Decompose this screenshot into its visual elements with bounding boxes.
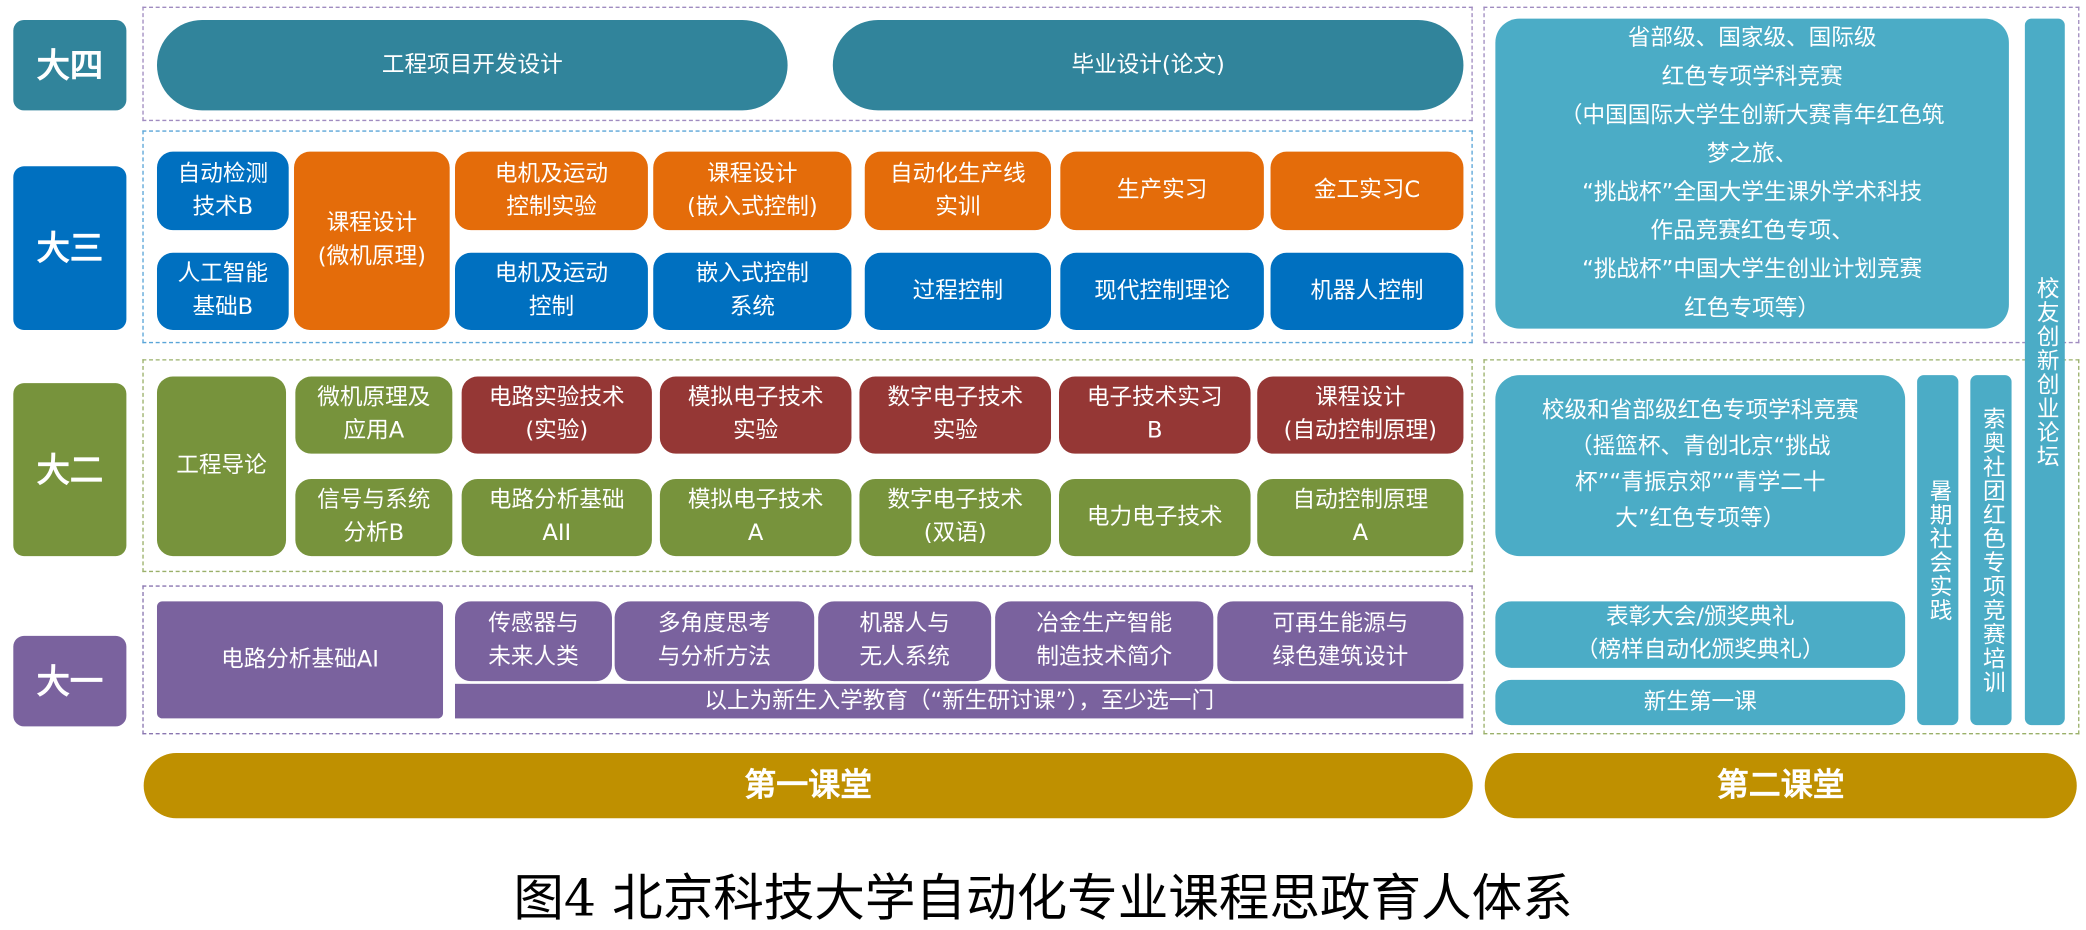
second-classroom-bar: 第二课堂: [1484, 753, 2077, 819]
course-box: 课程设计 (嵌入式控制): [653, 151, 852, 231]
course-box: 自动控制原理 A: [1257, 478, 1464, 557]
course-box: 毕业设计(论文): [832, 19, 1464, 111]
course-box: 模拟电子技术 A: [659, 478, 852, 557]
course-box: 电路分析基础AI: [156, 601, 444, 719]
club-training-box: 索奥社团红色专项竞赛培训: [1970, 375, 2012, 726]
course-box: 数字电子技术 实验: [859, 376, 1052, 454]
year3-container: [142, 130, 1473, 344]
summer-practice-box: 暑期社会实践: [1917, 375, 1959, 726]
second-lower-container: [1483, 359, 2080, 735]
course-box: 电机及运动 控制实验: [454, 151, 648, 231]
year4-container: [142, 6, 1473, 122]
course-box: 自动化生产线 实训: [864, 151, 1052, 231]
course-box: 电路实验技术 (实验): [461, 376, 652, 454]
course-box: 人工智能 基础B: [156, 252, 289, 330]
award-ceremony-box: 表彰大会/颁奖典礼 （榜样自动化颁奖典礼）: [1495, 601, 1906, 668]
seminar-note: 以上为新生入学教育（“新生研讨课”），至少选一门: [454, 683, 1464, 719]
course-box: 电力电子技术: [1058, 478, 1251, 557]
first-classroom-bar: 第一课堂: [143, 753, 1473, 819]
course-box: 电机及运动 控制: [454, 252, 648, 330]
second-upper-container: [1483, 6, 2080, 344]
course-box: 自动检测 技术B: [156, 151, 289, 231]
year-label-4: 大四: [13, 19, 127, 111]
seminar-box: 机器人与 无人系统: [818, 601, 992, 682]
seminar-box: 多角度思考 与分析方法: [614, 601, 815, 682]
course-box: 电子技术实习 B: [1058, 376, 1251, 454]
seminar-box: 传感器与 未来人类: [454, 601, 612, 682]
year2-container: [142, 359, 1473, 573]
year1-container: [142, 585, 1473, 735]
year-label-2: 大二: [13, 383, 127, 557]
school-competitions-box: 校级和省部级红色专项学科竞赛 （摇篮杯、青创北京“挑战 杯”“青振京郊”“青学二…: [1495, 375, 1906, 557]
national-competitions-box: 省部级、国家级、国际级 红色专项学科竞赛 （中国国际大学生创新大赛青年红色筑 梦…: [1495, 18, 2009, 329]
freshman-lecture-box: 新生第一课: [1495, 679, 1906, 726]
course-box: 生产实习: [1060, 151, 1264, 231]
alumni-forum-box: 校友创新创业论坛: [2024, 18, 2065, 726]
course-box: 微机原理及 应用A: [295, 376, 453, 454]
course-box: 信号与系统 分析B: [295, 478, 453, 557]
course-box: 现代控制理论: [1060, 252, 1264, 330]
year-label-3: 大三: [13, 166, 127, 330]
course-box: 电路分析基础 AII: [461, 478, 652, 557]
figure-caption: 图4 北京科技大学自动化专业课程思政育人体系: [513, 868, 1573, 928]
course-box: 嵌入式控制 系统: [653, 252, 852, 330]
course-box: 工程项目开发设计: [156, 19, 788, 111]
year-label-1: 大一: [13, 635, 127, 727]
seminar-box: 冶金生产智能 制造技术简介: [995, 601, 1214, 682]
course-box: 金工实习C: [1270, 151, 1464, 231]
seminar-box: 可再生能源与 绿色建筑设计: [1217, 601, 1464, 682]
course-box: 过程控制: [864, 252, 1052, 330]
course-box: 机器人控制: [1270, 252, 1464, 330]
course-box: 课程设计 (自动控制原理): [1257, 376, 1464, 454]
course-box: 工程导论: [156, 376, 287, 557]
course-box: 模拟电子技术 实验: [659, 376, 852, 454]
course-box: 数字电子技术 (双语): [859, 478, 1052, 557]
course-box: 课程设计 (微机原理): [294, 151, 450, 330]
